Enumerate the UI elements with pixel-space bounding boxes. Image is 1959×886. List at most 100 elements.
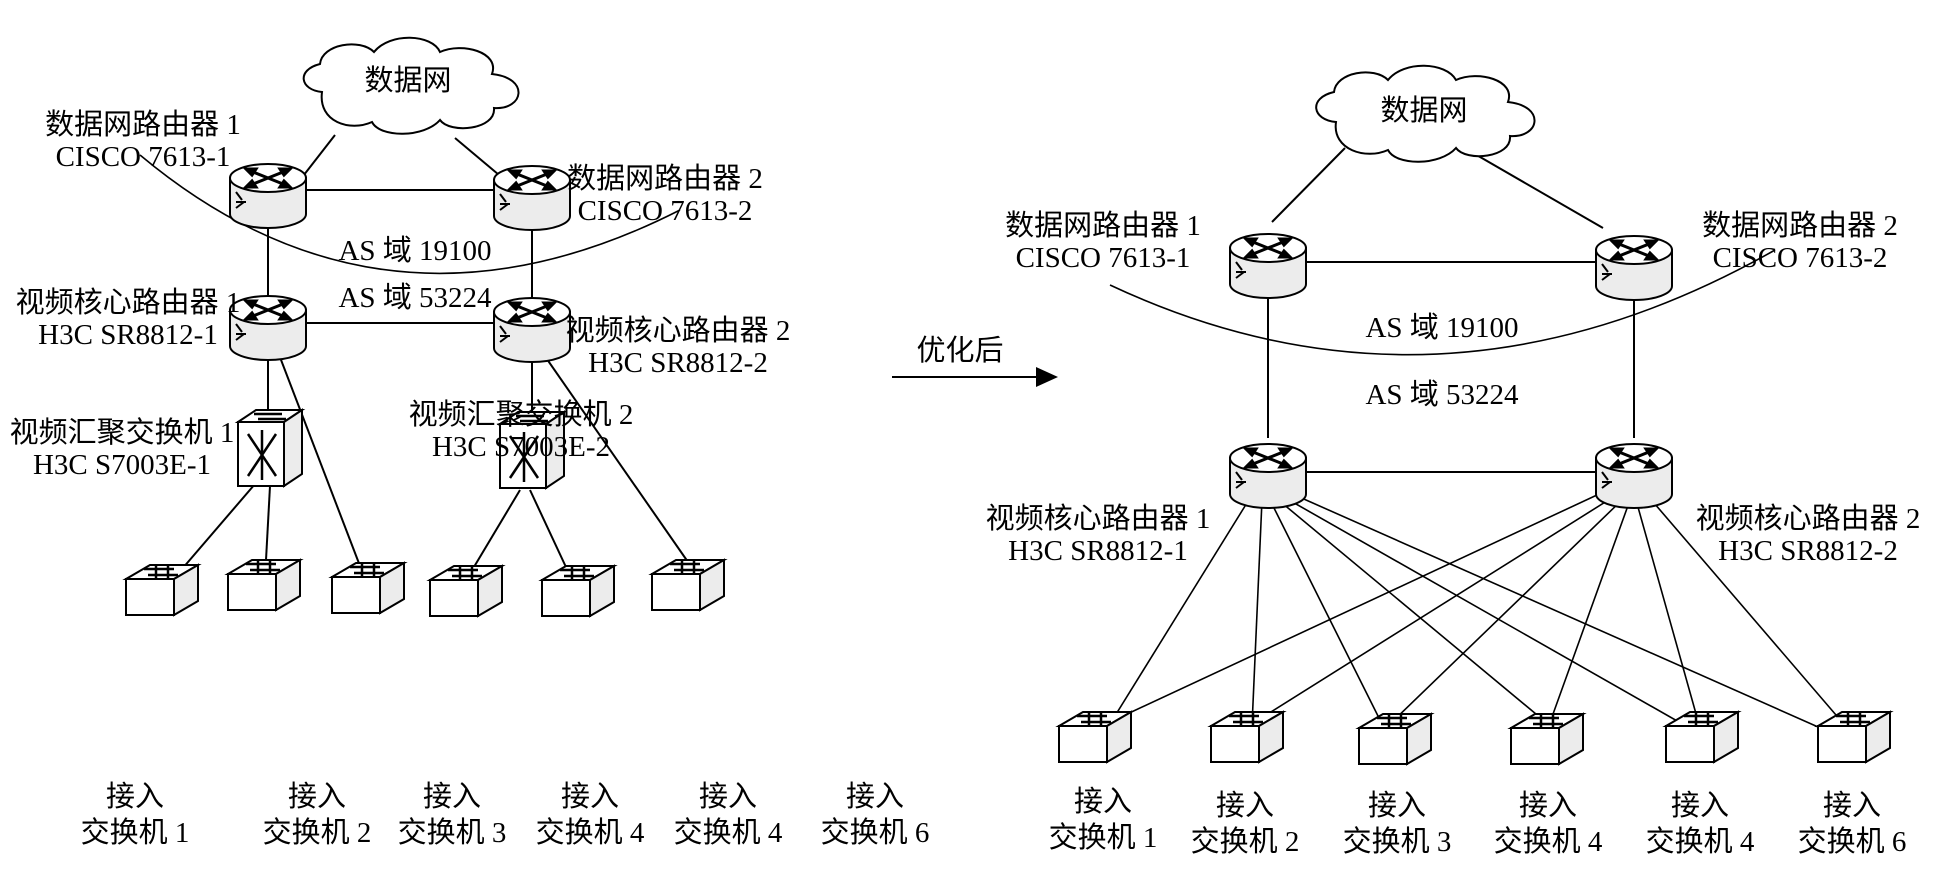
access-switch-icon bbox=[1357, 712, 1433, 766]
right-core-to-access-links bbox=[1104, 487, 1853, 743]
access-switch-label-bottom: 交换机 4 bbox=[1494, 825, 1603, 858]
access-switch-label-top: 接入 bbox=[1671, 789, 1729, 822]
right-network: 数据网 数据网路由器 1 CISCO 7613-1 数据网路由器 2 CISCO… bbox=[986, 64, 1921, 858]
video-core-1-name: 视频核心路由器 1 bbox=[16, 286, 241, 319]
access-switch-label-bottom: 交换机 1 bbox=[1049, 821, 1158, 854]
access-switch-label-top: 接入 bbox=[1823, 789, 1881, 822]
access-switch-label-top: 接入 bbox=[288, 780, 346, 813]
router-icon bbox=[492, 164, 572, 232]
arrow-head-icon bbox=[1036, 367, 1058, 387]
access-switch-label-bottom: 交换机 3 bbox=[1343, 825, 1452, 858]
video-core-1-model: H3C SR8812-1 bbox=[38, 319, 218, 351]
data-router-1-model: CISCO 7613-1 bbox=[56, 141, 231, 173]
access-switch-label-bottom: 交换机 4 bbox=[674, 816, 783, 849]
data-router-1-name: 数据网路由器 1 bbox=[45, 108, 241, 141]
video-core-1-name: 视频核心路由器 1 bbox=[986, 502, 1211, 535]
link-agg1-acc2 bbox=[265, 485, 271, 561]
link-cloud-dr1 bbox=[1271, 147, 1346, 223]
access-switch-label-bottom: 交换机 6 bbox=[821, 816, 930, 849]
video-core-2-model: H3C SR8812-2 bbox=[588, 347, 768, 379]
link-vc2-acc3 bbox=[1389, 497, 1625, 725]
video-core-2-name: 视频核心路由器 2 bbox=[1696, 502, 1921, 535]
access-switch-label-bottom: 交换机 2 bbox=[1191, 825, 1300, 858]
router-icon bbox=[492, 296, 572, 364]
link-vc2-acc1 bbox=[1109, 487, 1613, 723]
data-router-2-model: CISCO 7613-2 bbox=[578, 195, 753, 227]
access-switch-label-top: 接入 bbox=[1074, 785, 1132, 818]
left-access-labels: 接入 交换机 1 接入 交换机 2 接入 交换机 3 接入 交换机 4 接入 交… bbox=[81, 780, 930, 849]
cloud-label: 数据网 bbox=[1380, 94, 1467, 127]
optimization-arrow: 优化后 bbox=[892, 334, 1058, 387]
cloud-label: 数据网 bbox=[364, 64, 451, 97]
as-boundary-arc-right bbox=[1109, 249, 1776, 356]
link-vc1-acc2 bbox=[1251, 499, 1263, 727]
router-icon bbox=[1228, 442, 1308, 510]
router-icon bbox=[228, 294, 308, 362]
link-cloud-dr2 bbox=[1467, 149, 1604, 229]
agg-switch-1-model: H3C S7003E-1 bbox=[33, 449, 211, 481]
access-switch-label-bottom: 交换机 4 bbox=[1646, 825, 1755, 858]
access-switch-label-bottom: 交换机 1 bbox=[81, 816, 190, 849]
access-switch-icon bbox=[1816, 710, 1892, 764]
cloud-data-network-left: 数据网 bbox=[302, 36, 520, 135]
arrow-label: 优化后 bbox=[916, 334, 1003, 367]
access-switch-label-bottom: 交换机 2 bbox=[263, 816, 372, 849]
left-links bbox=[139, 134, 689, 584]
as-19100-label: AS 域 19100 bbox=[338, 234, 491, 267]
link-vc2-acc4 bbox=[1547, 499, 1631, 729]
access-switch-icon bbox=[650, 558, 726, 612]
access-switch-label-top: 接入 bbox=[1519, 789, 1577, 822]
as-19100-label: AS 域 19100 bbox=[1365, 311, 1518, 344]
access-switch-icon bbox=[1664, 710, 1740, 764]
link-vc1-acc3 bbox=[277, 351, 361, 567]
access-switch-icon bbox=[428, 564, 504, 618]
access-switch-icon bbox=[540, 564, 616, 618]
link-vc1-acc3 bbox=[1269, 499, 1386, 731]
link-agg2-acc5 bbox=[529, 489, 573, 581]
link-vc2-acc6 bbox=[1647, 495, 1843, 723]
as-53224-label: AS 域 53224 bbox=[1365, 378, 1519, 411]
link-vc2-acc2 bbox=[1254, 493, 1619, 723]
right-access-labels: 接入 交换机 1 接入 交换机 2 接入 交换机 3 接入 交换机 4 接入 交… bbox=[1049, 785, 1907, 858]
link-vc2-acc6 bbox=[541, 351, 689, 563]
access-switch-icon bbox=[1057, 710, 1133, 764]
data-router-1-model: CISCO 7613-1 bbox=[1016, 242, 1191, 274]
access-switch-icon bbox=[330, 561, 406, 615]
link-cloud-dr1 bbox=[299, 134, 336, 181]
access-switch-label-top: 接入 bbox=[561, 780, 619, 813]
agg-switch-2-name: 视频汇聚交换机 2 bbox=[409, 398, 634, 431]
access-switch-label-top: 接入 bbox=[699, 780, 757, 813]
router-icon bbox=[1228, 232, 1308, 300]
router-icon bbox=[228, 162, 308, 230]
right-links bbox=[1109, 147, 1776, 473]
link-vc1-acc5 bbox=[1281, 495, 1701, 735]
video-core-2-name: 视频核心路由器 2 bbox=[566, 314, 791, 347]
link-vc1-acc1 bbox=[1104, 497, 1251, 733]
as-53224-label: AS 域 53224 bbox=[338, 281, 492, 314]
access-switch-icon bbox=[1209, 710, 1285, 764]
access-switch-label-top: 接入 bbox=[1368, 789, 1426, 822]
access-switch-label-top: 接入 bbox=[106, 780, 164, 813]
aggregation-switch-icon bbox=[236, 408, 304, 488]
data-router-2-model: CISCO 7613-2 bbox=[1713, 242, 1888, 274]
link-vc1-acc4 bbox=[1275, 497, 1561, 735]
access-switch-label-top: 接入 bbox=[423, 780, 481, 813]
access-switch-label-top: 接入 bbox=[846, 780, 904, 813]
router-icon bbox=[1594, 442, 1674, 510]
agg-switch-1-name: 视频汇聚交换机 1 bbox=[10, 416, 235, 449]
cloud-data-network-right: 数据网 bbox=[1315, 64, 1536, 163]
access-switch-icon bbox=[226, 558, 302, 612]
left-network: 数据网 数据网路由器 1 CISCO 7613-1 数据网路由器 2 CISCO… bbox=[10, 36, 930, 849]
access-switch-label-top: 接入 bbox=[1216, 789, 1274, 822]
agg-switch-2-model: H3C S7003E-2 bbox=[432, 431, 610, 463]
video-core-1-model: H3C SR8812-1 bbox=[1008, 535, 1188, 567]
link-cloud-dr2 bbox=[454, 137, 506, 181]
link-vc1-acc6 bbox=[1287, 491, 1853, 743]
link-vc2-acc5 bbox=[1635, 499, 1701, 729]
video-core-2-model: H3C SR8812-2 bbox=[1718, 535, 1898, 567]
as-boundary-arc-left bbox=[139, 154, 681, 275]
router-icon bbox=[1594, 234, 1674, 302]
access-switch-label-bottom: 交换机 4 bbox=[536, 816, 645, 849]
access-switch-label-bottom: 交换机 3 bbox=[398, 816, 507, 849]
access-switch-icon bbox=[124, 563, 200, 617]
